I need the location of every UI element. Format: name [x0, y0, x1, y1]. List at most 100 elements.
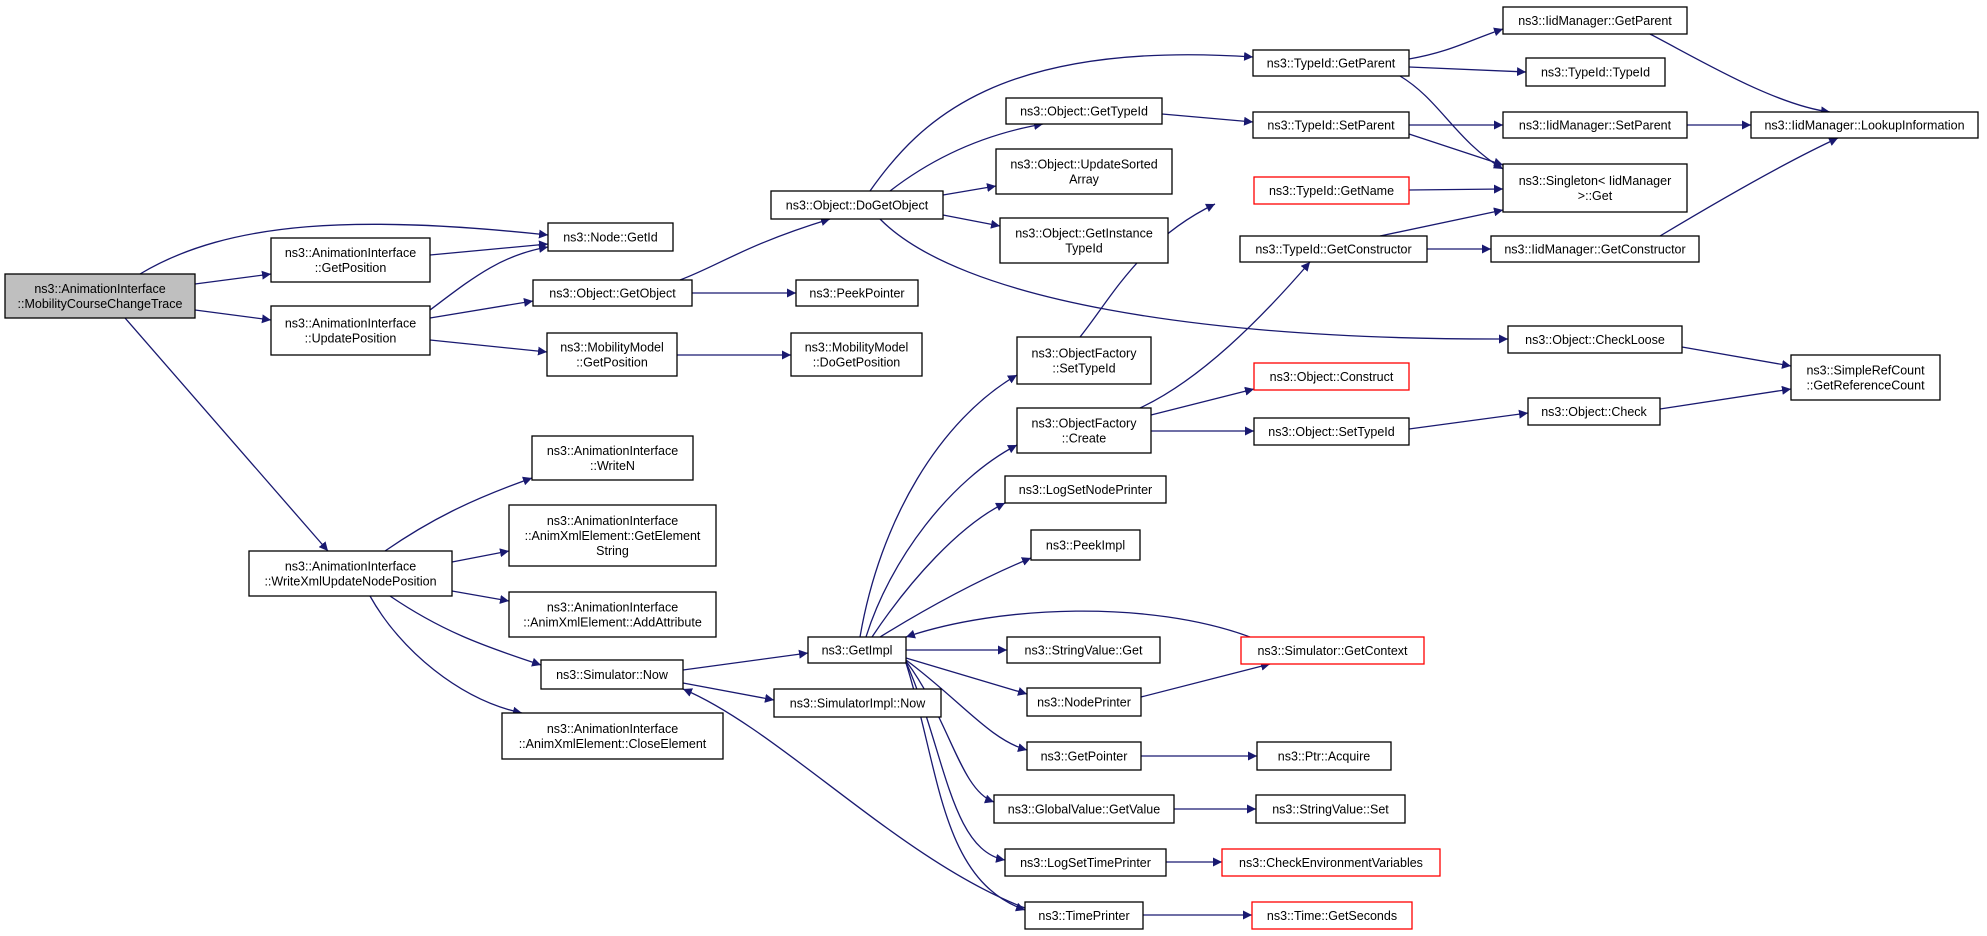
node-closeelem[interactable]: ns3::AnimationInterface::AnimXmlElement:…: [501, 712, 724, 760]
node-mmgetpos[interactable]: ns3::MobilityModel::GetPosition: [546, 332, 678, 377]
edge-ocheck-to-getrefcount: [1659, 385, 1792, 410]
node-label: ::WriteN: [590, 459, 635, 473]
edge-getobject-to-dogetobject: [679, 217, 831, 281]
node-addattr[interactable]: ns3::AnimationInterface::AnimXmlElement:…: [508, 591, 717, 638]
node-iidgetparent[interactable]: ns3::IidManager::GetParent: [1502, 6, 1688, 35]
node-timeprinter[interactable]: ns3::TimePrinter: [1024, 901, 1144, 930]
node-lookup[interactable]: ns3::IidManager::LookupInformation: [1750, 111, 1979, 139]
node-mmdogetpos[interactable]: ns3::MobilityModel::DoGetPosition: [790, 332, 923, 377]
node-dogetobject[interactable]: ns3::Object::DoGetObject: [770, 190, 944, 220]
node-box: [795, 279, 919, 307]
node-updpos[interactable]: ns3::AnimationInterface::UpdatePosition: [270, 305, 431, 356]
node-label: String: [596, 544, 629, 558]
edge-iidgetparent-to-lookup: [1649, 33, 1831, 116]
node-box: [1251, 901, 1413, 930]
node-ocheck[interactable]: ns3::Object::Check: [1527, 397, 1661, 426]
node-singleton[interactable]: ns3::Singleton< IidManager>::Get: [1502, 163, 1688, 213]
node-box: [270, 305, 431, 356]
node-getpointer[interactable]: ns3::GetPointer: [1026, 741, 1142, 771]
node-getimpl[interactable]: ns3::GetImpl: [807, 636, 907, 664]
node-getelemstr[interactable]: ns3::AnimationInterface::AnimXmlElement:…: [508, 504, 717, 567]
edge-mct-to-aigetpos: [194, 270, 272, 285]
node-construct[interactable]: ns3::Object::Construct: [1253, 362, 1410, 391]
node-getrefcount[interactable]: ns3::SimpleRefCount::GetReferenceCount: [1790, 354, 1941, 401]
node-label: ns3::TimePrinter: [1038, 909, 1129, 923]
node-label: ns3::Time::GetSeconds: [1267, 909, 1397, 923]
node-gvgetvalue[interactable]: ns3::GlobalValue::GetValue: [993, 794, 1175, 824]
edge-ofsettypeid-to-tgetname: [1079, 203, 1216, 338]
node-label: ns3::MobilityModel: [560, 341, 664, 355]
node-tsetparent[interactable]: ns3::TypeId::SetParent: [1252, 111, 1410, 139]
edge-updpos-to-getobject: [429, 298, 534, 319]
node-objgettypeid[interactable]: ns3::Object::GetTypeId: [1005, 97, 1163, 125]
edge-getimpl-to-gvgetvalue: [905, 660, 995, 804]
edge-dogetobject-to-getinst: [942, 214, 1001, 229]
node-simgetctx[interactable]: ns3::Simulator::GetContext: [1240, 636, 1425, 665]
node-label: ns3::Node::GetId: [563, 231, 658, 245]
node-label: ns3::SimulatorImpl::Now: [790, 697, 926, 711]
node-ptracquire[interactable]: ns3::Ptr::Acquire: [1256, 741, 1392, 771]
edge-getimpl-to-getpointer: [905, 659, 1028, 752]
node-box: [999, 217, 1169, 264]
node-label: ns3::IidManager::GetParent: [1518, 14, 1672, 28]
edge-tgetparent-to-ttypeid: [1408, 66, 1527, 77]
node-mct[interactable]: ns3::AnimationInterface::MobilityCourseC…: [4, 273, 196, 319]
node-simimplnow[interactable]: ns3::SimulatorImpl::Now: [773, 688, 942, 718]
node-box: [993, 794, 1175, 824]
node-aigetpos[interactable]: ns3::AnimationInterface::GetPosition: [270, 237, 431, 283]
node-timegetsec[interactable]: ns3::Time::GetSeconds: [1251, 901, 1413, 930]
node-label: ns3::PeekPointer: [809, 287, 904, 301]
node-strvalget[interactable]: ns3::StringValue::Get: [1006, 636, 1161, 664]
node-box: [1026, 741, 1142, 771]
node-writen[interactable]: ns3::AnimationInterface::WriteN: [531, 435, 694, 481]
node-writexml[interactable]: ns3::AnimationInterface::WriteXmlUpdateN…: [248, 550, 453, 597]
node-checkenv[interactable]: ns3::CheckEnvironmentVariables: [1221, 848, 1441, 877]
node-logsettime[interactable]: ns3::LogSetTimePrinter: [1004, 848, 1167, 877]
node-tgetctor[interactable]: ns3::TypeId::GetConstructor: [1239, 235, 1428, 263]
node-logsetnode[interactable]: ns3::LogSetNodePrinter: [1004, 475, 1167, 504]
node-tgetname[interactable]: ns3::TypeId::GetName: [1253, 176, 1410, 205]
edge-simgetctx-to-getimpl: [905, 610, 1251, 639]
node-nodeprinter[interactable]: ns3::NodePrinter: [1026, 687, 1142, 717]
edge-tsetparent-to-singleton: [1408, 133, 1504, 167]
node-label: ::AnimXmlElement::AddAttribute: [523, 616, 702, 630]
node-label: ns3::TypeId::SetParent: [1267, 119, 1395, 133]
node-osettypeid[interactable]: ns3::Object::SetTypeId: [1253, 417, 1410, 446]
node-label: ns3::AnimationInterface: [547, 514, 678, 528]
node-label: ::UpdatePosition: [305, 332, 397, 346]
edge-writexml-to-addattr: [451, 590, 510, 604]
node-label: ns3::Ptr::Acquire: [1278, 750, 1370, 764]
node-strvalset[interactable]: ns3::StringValue::Set: [1255, 794, 1406, 824]
edge-writexml-to-getelemstr: [451, 548, 510, 563]
node-tgetparent[interactable]: ns3::TypeId::GetParent: [1252, 49, 1410, 77]
node-getid[interactable]: ns3::Node::GetId: [547, 222, 674, 252]
node-label: ns3::Object::Check: [1541, 405, 1647, 419]
node-ofsettypeid[interactable]: ns3::ObjectFactory::SetTypeId: [1016, 336, 1152, 385]
node-label: ns3::TypeId::GetParent: [1267, 57, 1396, 71]
node-box: [508, 591, 717, 638]
node-ofcreate[interactable]: ns3::ObjectFactory::Create: [1016, 407, 1152, 454]
edge-mct-to-getid: [139, 223, 549, 275]
node-box: [1256, 741, 1392, 771]
node-simnow[interactable]: ns3::Simulator::Now: [540, 659, 684, 690]
node-getobject[interactable]: ns3::Object::GetObject: [532, 279, 693, 307]
nodes-layer: ns3::AnimationInterface::MobilityCourseC…: [4, 6, 1979, 930]
node-peekimpl[interactable]: ns3::PeekImpl: [1030, 529, 1141, 561]
node-label: ns3::Object::SetTypeId: [1268, 425, 1395, 439]
edge-writexml-to-simnow: [389, 595, 542, 667]
edge-dogetobject-to-checkloose: [879, 218, 1509, 344]
node-peekptr[interactable]: ns3::PeekPointer: [795, 279, 919, 307]
node-iidgetctor[interactable]: ns3::IidManager::GetConstructor: [1490, 235, 1700, 263]
node-label: ns3::GetImpl: [822, 644, 893, 658]
node-label: ::WriteXmlUpdateNodePosition: [264, 575, 436, 589]
node-label: ns3::ObjectFactory: [1032, 347, 1138, 361]
edge-writexml-to-writen: [384, 476, 533, 552]
node-checkloose[interactable]: ns3::Object::CheckLoose: [1507, 325, 1683, 354]
edge-aigetpos-to-getid: [429, 240, 549, 256]
node-ttypeid[interactable]: ns3::TypeId::TypeId: [1525, 57, 1666, 87]
node-iidsetparent[interactable]: ns3::IidManager::SetParent: [1502, 111, 1688, 139]
node-box: [1240, 636, 1425, 665]
node-box: [1252, 111, 1410, 139]
